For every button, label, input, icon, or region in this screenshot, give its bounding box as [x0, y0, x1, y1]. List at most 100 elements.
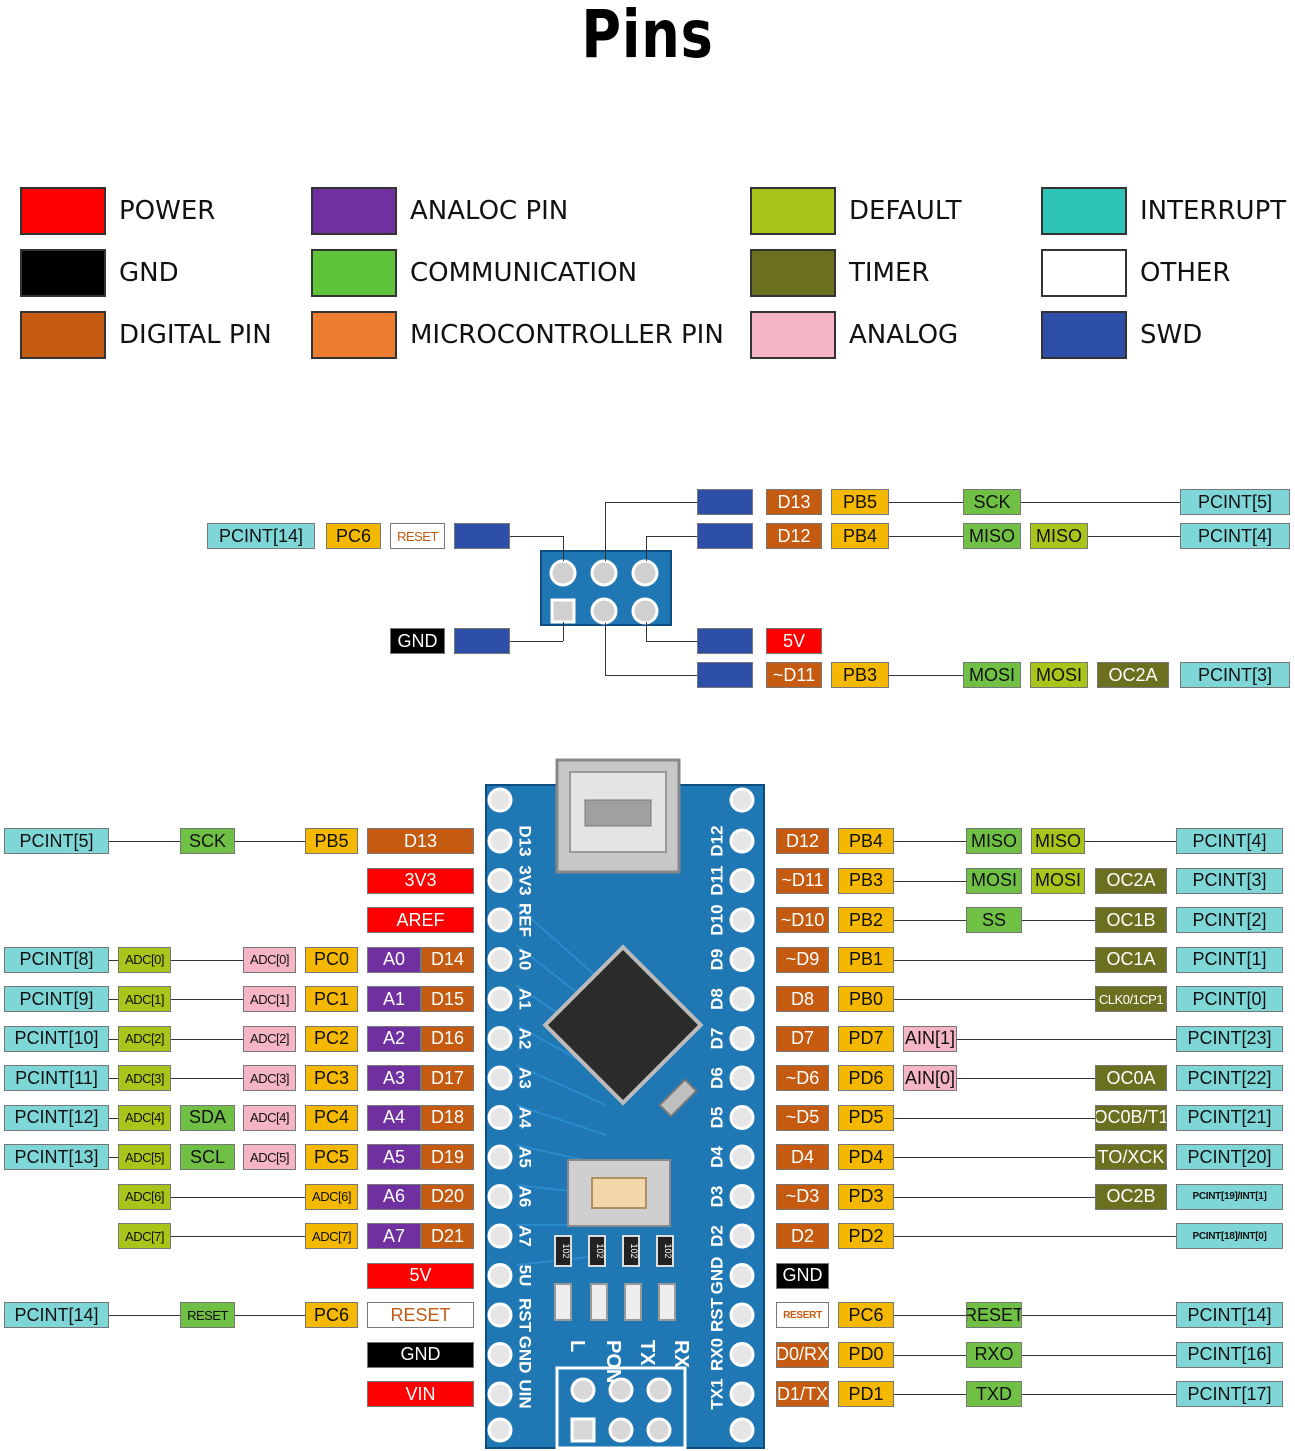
legend-swatch	[750, 311, 836, 359]
pin-label: OC0A	[1095, 1065, 1167, 1091]
header-pin	[729, 1184, 755, 1209]
header-pin	[729, 986, 755, 1012]
pin-label: D20	[421, 1183, 474, 1210]
icsp-pin	[590, 559, 618, 587]
header-pin	[487, 1026, 513, 1051]
board-trace	[515, 1104, 607, 1136]
pin-label: PCINT[5]	[4, 828, 109, 854]
legend-label: DIGITAL PIN	[119, 320, 272, 350]
resistor	[588, 1235, 606, 1267]
board-trace	[515, 904, 607, 986]
led	[624, 1283, 642, 1321]
resistor	[554, 1235, 572, 1267]
pin-label: ~D10	[776, 907, 829, 933]
resistor-label: 102	[663, 1243, 673, 1258]
pin-label: D8	[776, 986, 829, 1012]
resistor-label: 102	[595, 1243, 605, 1258]
header-pin	[487, 1105, 513, 1130]
connector-line	[563, 622, 564, 641]
pin-label: PCINT[20]	[1176, 1144, 1283, 1170]
pin-label: ADC[3]	[118, 1065, 171, 1091]
header-pin	[729, 1144, 755, 1170]
pin-label: D13	[367, 828, 474, 854]
pin-label: D21	[421, 1223, 474, 1249]
pin-label: PC1	[305, 986, 358, 1012]
pin-label: PCINT[14]	[1176, 1302, 1283, 1328]
pin-label: TO/XCK	[1095, 1144, 1167, 1170]
header-pin	[487, 1302, 513, 1328]
silk-label: D2	[707, 1225, 726, 1247]
pin-label: 3V3	[367, 867, 474, 894]
silk-label: A7	[516, 1225, 535, 1247]
connector-line	[1085, 841, 1176, 842]
silk-label: D11	[707, 865, 726, 895]
pin-label: PC6	[305, 1302, 358, 1328]
pin-label: A0	[367, 946, 421, 973]
legend-swatch	[750, 187, 836, 235]
pin-label: RESET	[180, 1302, 235, 1328]
header-pin	[729, 868, 755, 893]
pin-label: PCINT[3]	[1176, 867, 1283, 894]
header-pin	[487, 1342, 513, 1367]
pin-label: D13	[766, 489, 822, 515]
pin-label: TXD	[966, 1381, 1022, 1407]
legend-label: SWD	[1140, 320, 1203, 350]
connector-line	[1022, 1394, 1176, 1395]
header-pin	[729, 828, 755, 854]
mount-hole	[729, 787, 755, 813]
legend-label: MICROCONTROLLER PIN	[410, 320, 724, 350]
pin-label: PCINT[11]	[4, 1065, 109, 1091]
connector-line	[1022, 1354, 1176, 1356]
pin-label: RESERT	[776, 1302, 829, 1328]
pin-label: ADC[6]	[305, 1183, 358, 1210]
pin-label: PD7	[838, 1025, 894, 1052]
silk-label: D12	[707, 825, 726, 856]
connector-line	[1022, 920, 1095, 921]
header-pin	[729, 1263, 755, 1288]
pin-label: ADC[4]	[243, 1104, 296, 1131]
icsp-pin	[631, 597, 659, 625]
pin-label: PC6	[838, 1302, 894, 1328]
header-pin	[729, 1223, 755, 1249]
pin-label: OC0B/T1	[1095, 1104, 1167, 1131]
led	[590, 1283, 608, 1321]
pin-label: PC6	[326, 523, 381, 549]
board-icsp-pin	[646, 1417, 672, 1443]
connector-line	[605, 502, 697, 503]
pin-label: AIN[0]	[903, 1065, 957, 1091]
silk-label: A1	[516, 988, 535, 1010]
pin-label: PC3	[305, 1065, 358, 1091]
pin-label: ADC[7]	[118, 1223, 171, 1249]
pin-label: PC5	[305, 1144, 358, 1170]
connector-line	[889, 536, 963, 537]
pin-label: PD3	[838, 1183, 894, 1210]
header-pin	[487, 1223, 513, 1249]
pin-label: PB3	[831, 662, 889, 688]
pin-label: OC2A	[1095, 867, 1167, 894]
pin-label: ADC[1]	[118, 986, 171, 1012]
icsp-pin	[549, 559, 577, 587]
pin-label: PCINT[5]	[1180, 489, 1290, 515]
silk-label: D5	[707, 1107, 726, 1129]
legend-swatch	[20, 249, 106, 297]
legend-label: ANALOC PIN	[410, 196, 569, 226]
silk-label: A0	[516, 949, 535, 971]
silk-label: D9	[707, 949, 726, 971]
legend-swatch	[1041, 187, 1127, 235]
pin-label: MISO	[963, 523, 1021, 549]
pin-label: SCL	[180, 1144, 235, 1170]
pin-label: A2	[367, 1025, 421, 1052]
pin-label: PCINT[22]	[1176, 1065, 1283, 1091]
legend-label: INTERRUPT	[1140, 196, 1287, 226]
resistor	[656, 1235, 674, 1267]
connector-line	[894, 841, 966, 842]
connector-line	[894, 1157, 1095, 1158]
silk-label: 5U	[516, 1265, 535, 1287]
connector-line	[235, 841, 305, 842]
connector-line	[109, 1315, 180, 1316]
pin-label: PCINT[18]/INT[0]	[1176, 1223, 1283, 1249]
connector-line	[957, 1078, 1095, 1079]
silk-label: A4	[516, 1107, 535, 1129]
pin-label: PB0	[838, 986, 894, 1012]
board-icsp-pin-square	[570, 1417, 596, 1443]
